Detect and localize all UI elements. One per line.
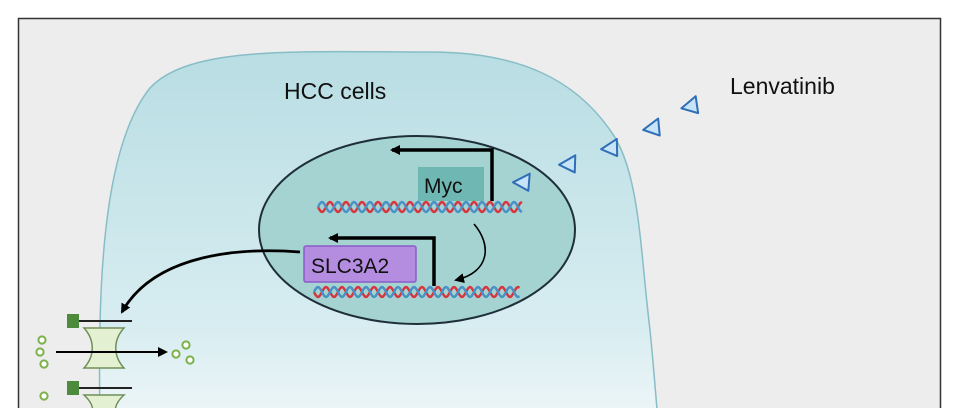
dna-backbone (316, 200, 523, 214)
lenvatinib-triangle-icon (642, 117, 661, 137)
myc-promoter-arrow-icon (390, 145, 494, 201)
transporter-icon (67, 381, 132, 408)
particle-circle-icon (171, 349, 181, 359)
lenvatinib-triangle-icon (558, 154, 577, 174)
particle-circle-icon (39, 359, 49, 369)
dna-backbone (312, 285, 521, 299)
lenvatinib-triangle-icon (680, 95, 700, 115)
particle-circle-icon (37, 335, 47, 345)
cell-label: HCC cells (284, 78, 386, 104)
particle-circle-icon (181, 340, 191, 350)
lenvatinib-triangle-icon (600, 137, 619, 158)
dna-strand-slc3a2 (312, 285, 521, 299)
lenvatinib-molecules (512, 95, 700, 192)
drug-label: Lenvatinib (730, 73, 835, 99)
lenvatinib-triangle-icon (512, 172, 531, 192)
particle-circle-icon (185, 355, 195, 365)
slc3a2-to-membrane-arrow-icon (120, 249, 301, 314)
myc-label: Myc (424, 175, 463, 198)
slc3a2-gene-box (303, 245, 417, 283)
slc3a2-label: SLC3A2 (311, 255, 389, 278)
dna-backbone (312, 285, 521, 299)
myc-activates-slc3a2-arrow-icon (454, 223, 487, 284)
transporter-icon (67, 314, 132, 369)
substrate-particles (35, 335, 195, 401)
myc-gene-box (418, 167, 484, 201)
slc3a2-promoter-arrow-icon (328, 233, 436, 286)
dna-backbone (316, 200, 523, 214)
dna-strand-myc (316, 200, 523, 214)
particle-circle-icon (39, 391, 49, 401)
particle-circle-icon (35, 347, 45, 357)
